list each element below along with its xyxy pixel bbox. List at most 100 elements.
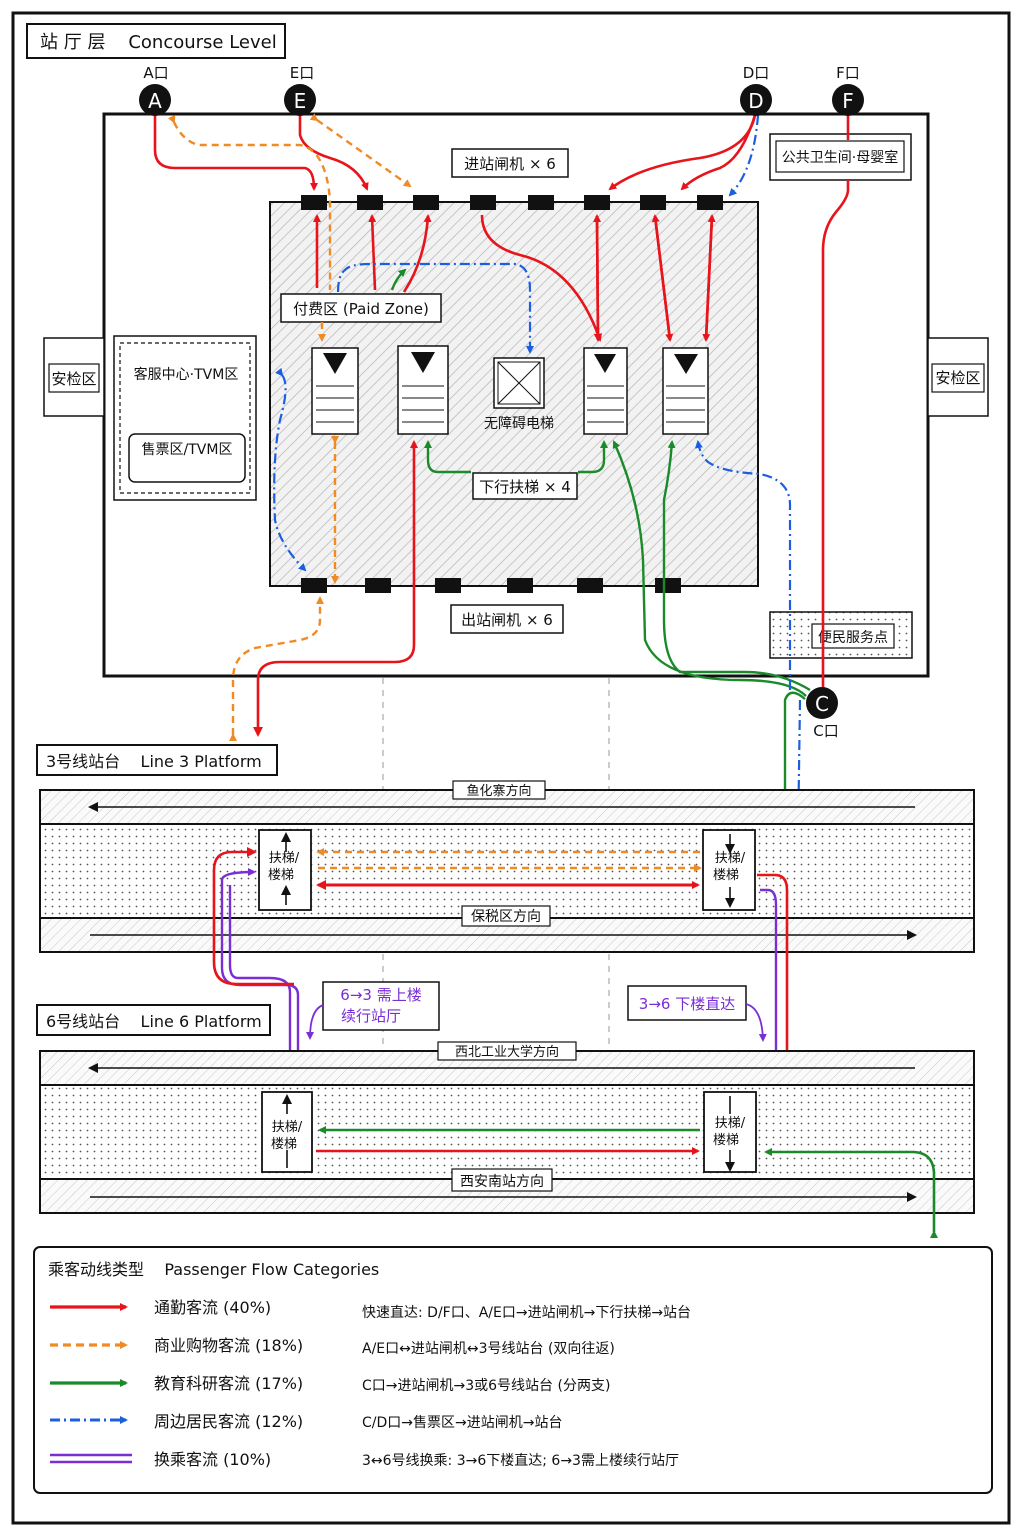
legend-box — [33, 1246, 993, 1494]
line3-flows — [316, 848, 702, 890]
escalator-2 — [397, 345, 449, 435]
entry-gate — [301, 195, 327, 210]
svg-text:扶梯/: 扶梯/ — [269, 851, 300, 866]
svg-text:A/E口↔进站闸机↔3号线站台 (双向往返): A/E口↔进站闸机↔3号线站台 (双向往返) — [362, 1341, 615, 1357]
svg-text:C口→进站闸机→3或6号线站台 (分两支): C口→进站闸机→3或6号线站台 (分两支) — [362, 1378, 610, 1394]
legend-item-commute: 通勤客流 (40%) 快速直达: D/F口、A/E口→进站闸机→下行扶梯→站台 — [50, 1298, 691, 1321]
svg-text:A: A — [148, 89, 162, 113]
svg-text:D: D — [748, 89, 763, 113]
line6-dir-top: 西北工业大学方向 — [455, 1044, 559, 1060]
exit-e-label: E口 — [290, 64, 314, 82]
legend-item-shopping: 商业购物客流 (18%) A/E口↔进站闸机↔3号线站台 (双向往返) — [50, 1336, 615, 1357]
line6-flows — [316, 1126, 938, 1238]
paid-zone-label: 付费区 (Paid Zone) — [293, 300, 429, 318]
svg-text:扶梯/: 扶梯/ — [272, 1120, 303, 1135]
legend-item-resident: 周边居民客流 (12%) C/D口→售票区→进站闸机→站台 — [50, 1412, 562, 1431]
line6-platform — [39, 1084, 975, 1180]
line6-stair-right: 扶梯/ 楼梯 — [703, 1091, 757, 1173]
legend-title: 乘客动线类型 Passenger Flow Categories — [48, 1260, 379, 1279]
svg-text:商业购物客流 (18%): 商业购物客流 (18%) — [154, 1336, 303, 1355]
svg-text:通勤客流 (40%): 通勤客流 (40%) — [154, 1298, 271, 1317]
svg-text:F: F — [842, 89, 854, 113]
exit-e-marker: E — [284, 84, 316, 116]
entry-gate-group — [301, 195, 723, 210]
transfer-down-callout-pointer — [745, 1003, 767, 1042]
svg-text:C/D口→售票区→进站闸机→站台: C/D口→售票区→进站闸机→站台 — [362, 1415, 562, 1431]
svg-text:扶梯/: 扶梯/ — [715, 1116, 746, 1131]
escalator-label-box — [472, 472, 578, 500]
shopping-flows — [167, 113, 412, 741]
ticket-area-label: 售票区/TVM区 — [142, 442, 233, 458]
line6-stair-left: 扶梯/ 楼梯 — [261, 1091, 313, 1173]
entry-gate-label: 进站闸机 × 6 — [464, 155, 556, 173]
outer-frame — [11, 11, 1011, 1525]
exit-gate — [577, 578, 603, 593]
entry-gate-label-box — [451, 148, 569, 178]
entry-gate — [697, 195, 723, 210]
education-flows — [390, 268, 811, 844]
elevator-label: 无障碍电梯 — [484, 416, 554, 432]
svg-text:楼梯: 楼梯 — [271, 1137, 297, 1152]
escalator-4 — [662, 347, 709, 435]
svg-text:扶梯/: 扶梯/ — [715, 851, 746, 866]
exit-d-marker: D — [740, 84, 772, 116]
line6-title: 6号线站台 Line 6 Platform — [46, 1012, 262, 1031]
exit-gate — [365, 578, 391, 593]
exit-f-label: F口 — [836, 64, 860, 82]
svg-text:周边居民客流 (12%): 周边居民客流 (12%) — [154, 1412, 303, 1431]
line3-dir-top: 鱼化寨方向 — [466, 783, 531, 799]
exit-gate-label: 出站闸机 × 6 — [461, 611, 553, 629]
restroom-label: 公共卫生间·母婴室 — [782, 149, 898, 166]
security-left-label: 安检区 — [51, 370, 96, 388]
line3-stair-right: 扶梯/ 楼梯 — [702, 829, 756, 911]
line3-dir-bottom: 保税区方向 — [471, 909, 541, 925]
line3-title: 3号线站台 Line 3 Platform — [46, 752, 262, 771]
entry-gate — [413, 195, 439, 210]
transfer-down-callout-box — [627, 985, 747, 1021]
escalator-3 — [583, 347, 628, 435]
escalator-1 — [311, 347, 359, 435]
concourse-title-box — [26, 23, 286, 59]
escalator-label: 下行扶梯 × 4 — [479, 478, 571, 496]
exit-gate — [435, 578, 461, 593]
entry-gate — [528, 195, 554, 210]
exit-c-marker: C — [806, 687, 838, 719]
entry-gate — [357, 195, 383, 210]
line3-stair-left: 扶梯/ 楼梯 — [258, 829, 312, 911]
transfer-up-callout-1: 6→3 需上楼 — [340, 986, 421, 1004]
legend-item-education: 教育科研客流 (17%) C口→进站闸机→3或6号线站台 (分两支) — [50, 1374, 610, 1394]
line6-dir-top-box — [437, 1041, 577, 1061]
svg-text:C: C — [815, 692, 829, 716]
security-right-inner — [931, 363, 985, 393]
convenience-label: 便民服务点 — [818, 630, 888, 646]
exit-a-marker: A — [139, 84, 171, 116]
line3-dir-bottom-box — [461, 905, 551, 927]
exit-f-marker: F — [832, 84, 864, 116]
ticket-area-box — [128, 433, 246, 483]
entry-gate — [470, 195, 496, 210]
transfer-down-callout: 3→6 下楼直达 — [639, 995, 735, 1013]
svg-text:快速直达: D/F口、A/E口→进站闸机→下行扶梯→站台: 快速直达: D/F口、A/E口→进站闸机→下行扶梯→站台 — [362, 1304, 691, 1321]
transfer-up-callout-2: 续行站厅 — [341, 1007, 401, 1025]
convenience-label-box — [811, 623, 895, 649]
concourse-title: 站 厅 层 Concourse Level — [40, 32, 277, 53]
elevator-icon — [493, 357, 545, 409]
exit-c-label: C口 — [813, 722, 838, 740]
exit-gate — [301, 578, 327, 593]
exit-gate — [655, 578, 681, 593]
line6-dir-bottom: 西安南站方向 — [460, 1174, 544, 1190]
exit-gate — [507, 578, 533, 593]
svg-text:教育科研客流 (17%): 教育科研客流 (17%) — [154, 1374, 303, 1393]
line3-platform — [39, 823, 975, 919]
line6-dir-bottom-box — [451, 1168, 553, 1192]
transfer-up-callout-pointer — [306, 1004, 324, 1040]
svg-text:E: E — [294, 89, 307, 113]
line3-dir-top-box — [452, 780, 546, 800]
svg-text:楼梯: 楼梯 — [713, 868, 739, 883]
service-center-inner — [119, 342, 251, 494]
svg-text:换乘客流 (10%): 换乘客流 (10%) — [154, 1450, 271, 1469]
entry-gate — [640, 195, 666, 210]
restroom-inner — [775, 140, 905, 173]
paid-zone-label-box — [280, 293, 442, 323]
